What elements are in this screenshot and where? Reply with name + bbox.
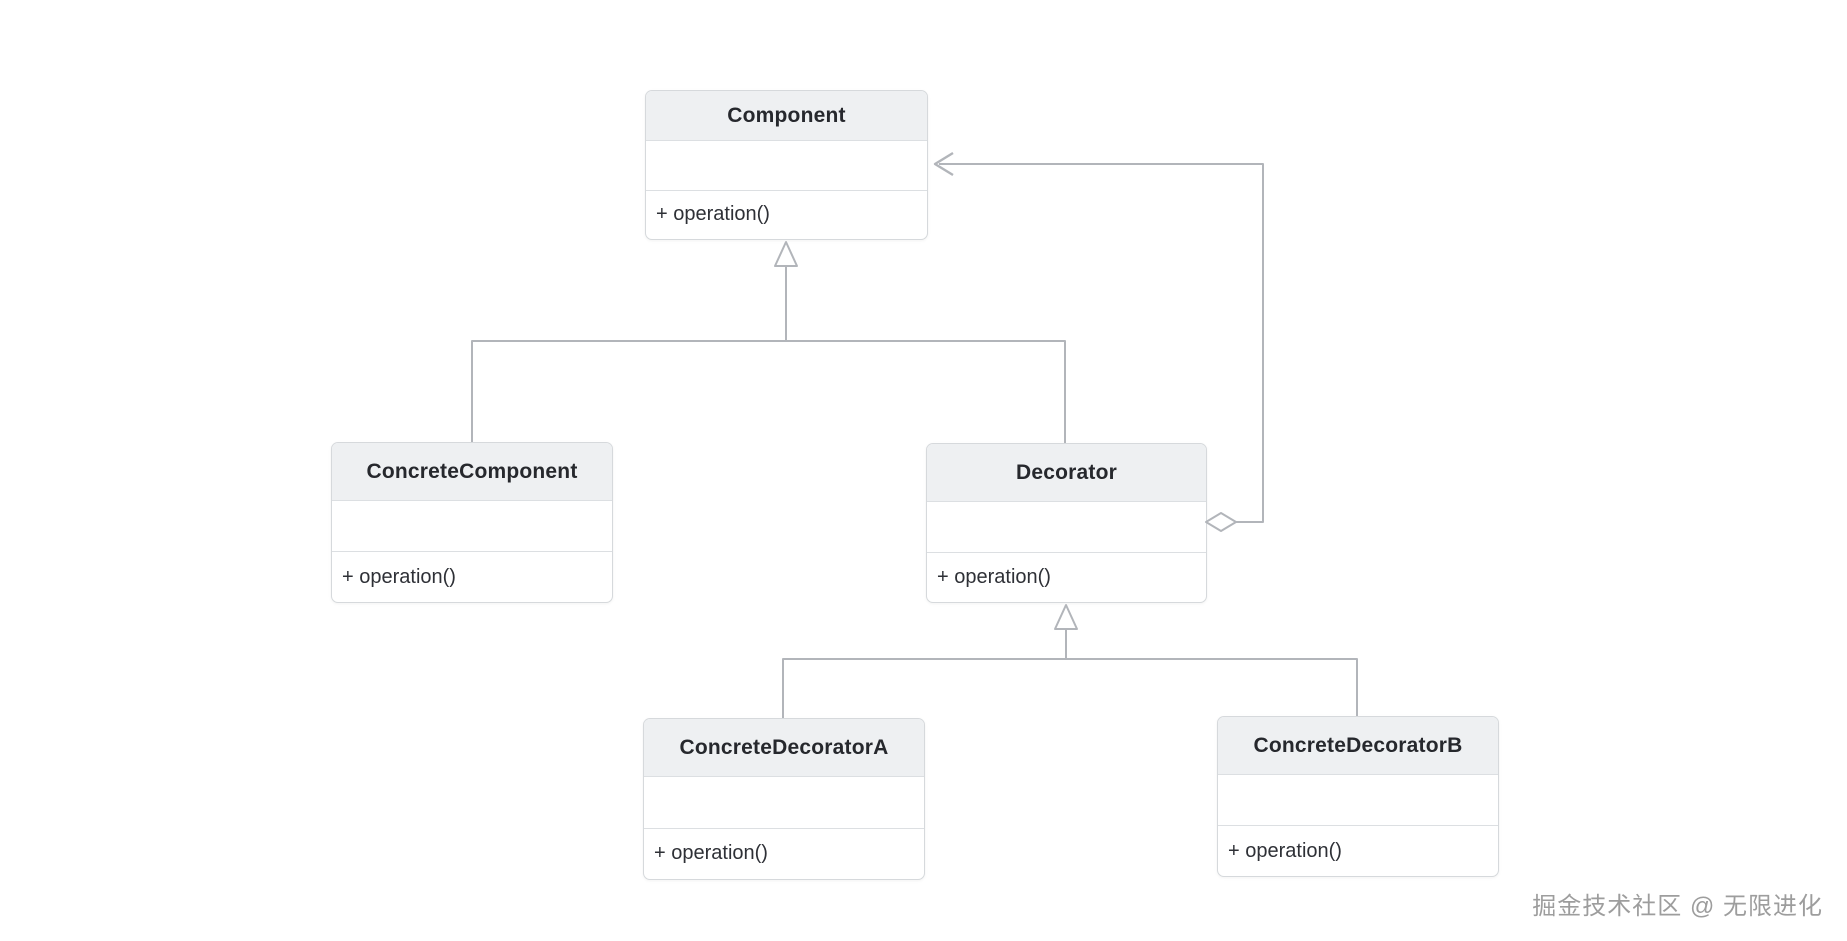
class-box-concrete-component: ConcreteComponent + operation() xyxy=(331,442,613,603)
watermark: 掘金技术社区 @ 无限进化 xyxy=(1532,893,1823,920)
aggregation-diamond-icon xyxy=(1205,512,1237,532)
class-attributes-component xyxy=(646,141,927,190)
class-box-component: Component + operation() xyxy=(645,90,928,240)
class-title-concrete-decorator-b: ConcreteDecoratorB xyxy=(1218,717,1498,775)
class-title-concrete-component: ConcreteComponent xyxy=(332,443,612,501)
class-box-decorator: Decorator + operation() xyxy=(926,443,1207,603)
class-attributes-concrete-component xyxy=(332,501,612,551)
class-title-concrete-decorator-a: ConcreteDecoratorA xyxy=(644,719,924,777)
class-box-concrete-decorator-b: ConcreteDecoratorB + operation() xyxy=(1217,716,1499,877)
class-attributes-decorator xyxy=(927,502,1206,552)
class-title-decorator: Decorator xyxy=(927,444,1206,502)
inheritance-triangle-decorator-icon xyxy=(1054,604,1078,630)
class-attributes-concrete-decorator-a xyxy=(644,777,924,828)
class-title-component: Component xyxy=(646,91,927,141)
class-methods-component: + operation() xyxy=(646,189,927,240)
inheritance-branch-bottom xyxy=(782,658,1358,718)
inheritance-branch-top xyxy=(471,340,1066,443)
class-box-concrete-decorator-a: ConcreteDecoratorA + operation() xyxy=(643,718,925,880)
class-methods-concrete-decorator-a: + operation() xyxy=(644,827,924,880)
class-methods-concrete-component: + operation() xyxy=(332,551,612,602)
class-methods-decorator: + operation() xyxy=(927,551,1206,603)
inheritance-triangle-component-icon xyxy=(774,241,798,267)
association-arrowhead-icon xyxy=(933,151,954,177)
class-attributes-concrete-decorator-b xyxy=(1218,775,1498,825)
class-methods-concrete-decorator-b: + operation() xyxy=(1218,825,1498,876)
